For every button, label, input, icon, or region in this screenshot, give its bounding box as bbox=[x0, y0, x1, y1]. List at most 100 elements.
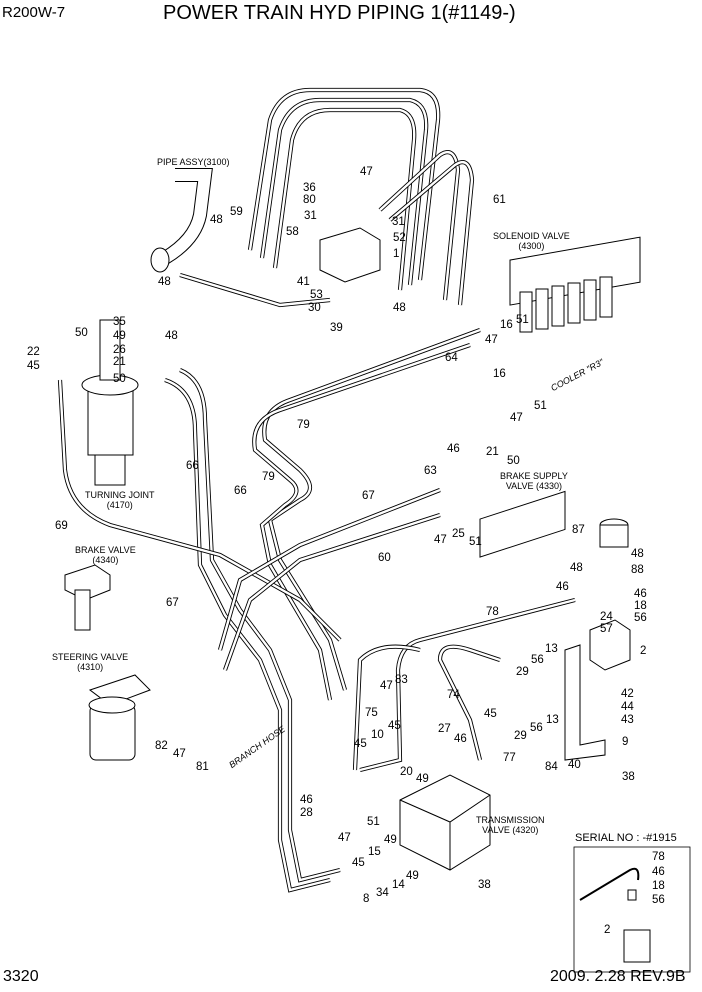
accumulator-body bbox=[599, 524, 629, 548]
part-callout-50: 50 bbox=[113, 373, 126, 385]
component-label: SOLENOID VALVE(4300) bbox=[493, 231, 570, 251]
part-callout-15: 15 bbox=[368, 846, 381, 858]
part-callout-14: 14 bbox=[392, 879, 405, 891]
part-callout-47: 47 bbox=[173, 748, 186, 760]
part-callout-47: 47 bbox=[380, 680, 393, 692]
part-callout-13: 13 bbox=[546, 714, 559, 726]
component-label: STEERING VALVE(4310) bbox=[52, 652, 129, 672]
part-callout-27: 27 bbox=[438, 723, 451, 735]
part-callout-51: 51 bbox=[534, 400, 547, 412]
part-callout-52: 52 bbox=[393, 232, 406, 244]
pipe-60-inner bbox=[223, 513, 441, 671]
part-callout-47: 47 bbox=[434, 534, 447, 546]
part-callout-9: 9 bbox=[622, 736, 629, 748]
inset-callout-78: 78 bbox=[652, 851, 665, 863]
part-callout-29: 29 bbox=[514, 730, 527, 742]
part-callout-46: 46 bbox=[454, 733, 467, 745]
brake-valve-body bbox=[74, 589, 91, 631]
part-callout-66: 66 bbox=[234, 485, 247, 497]
part-callout-41: 41 bbox=[297, 276, 310, 288]
inset-callout-46: 46 bbox=[652, 866, 665, 878]
part-callout-84: 84 bbox=[545, 761, 558, 773]
page-title: POWER TRAIN HYD PIPING 1(#1149-) bbox=[163, 2, 516, 24]
part-callout-79: 79 bbox=[297, 419, 310, 431]
part-callout-48: 48 bbox=[570, 562, 583, 574]
part-callout-35: 35 bbox=[113, 316, 126, 328]
turning-joint-base bbox=[94, 454, 126, 486]
pipe-64-inner bbox=[263, 328, 481, 691]
pipe-66b-inner bbox=[164, 378, 331, 892]
part-callout-24: 24 bbox=[600, 611, 613, 623]
part-callout-42: 42 bbox=[621, 688, 634, 700]
part-callout-26: 26 bbox=[113, 344, 126, 356]
model-name: R200W-7 bbox=[2, 4, 66, 21]
pipe-61a-inner bbox=[379, 150, 460, 301]
part-callout-36: 36 bbox=[303, 182, 316, 194]
part-callout-21: 21 bbox=[113, 356, 126, 368]
part-callout-22: 22 bbox=[27, 346, 40, 358]
transmission-valve-body bbox=[399, 774, 491, 871]
inset-callout-18: 18 bbox=[652, 880, 665, 892]
part-callout-61: 61 bbox=[493, 194, 506, 206]
part-callout-16: 16 bbox=[500, 319, 513, 331]
part-callout-81: 81 bbox=[196, 761, 209, 773]
part-callout-57: 57 bbox=[600, 623, 613, 635]
part-callout-67: 67 bbox=[166, 597, 179, 609]
part-callout-34: 34 bbox=[376, 887, 389, 899]
part-callout-46: 46 bbox=[634, 588, 647, 600]
component-label: TURNING JOINT(4170) bbox=[85, 490, 155, 510]
steering-valve-top bbox=[88, 696, 136, 714]
part-callout-88: 88 bbox=[631, 564, 644, 576]
part-callout-39: 39 bbox=[330, 322, 343, 334]
revision-date: 2009. 2.28 REV.9B bbox=[550, 968, 686, 985]
part-callout-30: 30 bbox=[308, 302, 321, 314]
part-callout-83: 83 bbox=[395, 674, 408, 686]
part-callout-56: 56 bbox=[531, 654, 544, 666]
valve-2 bbox=[589, 619, 631, 671]
pipe-67-inner bbox=[218, 488, 441, 651]
turning-joint-shaft bbox=[99, 319, 121, 381]
pipe-66 bbox=[179, 368, 341, 883]
pipe-59-inner bbox=[248, 88, 440, 281]
part-callout-87: 87 bbox=[572, 524, 585, 536]
part-callout-51: 51 bbox=[516, 314, 529, 326]
part-callout-79: 79 bbox=[262, 471, 275, 483]
component-label: BRAKE VALVE(4340) bbox=[75, 545, 136, 565]
inset-callout-56: 56 bbox=[652, 894, 665, 906]
part-callout-75: 75 bbox=[365, 707, 378, 719]
part-callout-67: 67 bbox=[362, 490, 375, 502]
part-callout-48: 48 bbox=[393, 302, 406, 314]
block-1 bbox=[319, 227, 381, 283]
part-callout-2: 2 bbox=[640, 645, 647, 657]
part-callout-49: 49 bbox=[384, 834, 397, 846]
part-callout-25: 25 bbox=[452, 528, 465, 540]
pipe-64 bbox=[262, 328, 481, 691]
part-callout-48: 48 bbox=[210, 214, 223, 226]
part-callout-43: 43 bbox=[621, 714, 634, 726]
part-callout-46: 46 bbox=[556, 581, 569, 593]
part-callout-56: 56 bbox=[634, 612, 647, 624]
solenoid-coil bbox=[599, 276, 613, 318]
part-callout-44: 44 bbox=[621, 701, 634, 713]
part-callout-45: 45 bbox=[27, 360, 40, 372]
part-callout-63: 63 bbox=[424, 465, 437, 477]
part-callout-10: 10 bbox=[371, 729, 384, 741]
part-callout-80: 80 bbox=[303, 194, 316, 206]
part-callout-51: 51 bbox=[469, 536, 482, 548]
part-callout-31: 31 bbox=[392, 216, 405, 228]
part-callout-78: 78 bbox=[486, 606, 499, 618]
solenoid-coil bbox=[567, 282, 581, 324]
part-callout-66: 66 bbox=[186, 460, 199, 472]
part-callout-28: 28 bbox=[300, 807, 313, 819]
solenoid-coil bbox=[535, 288, 549, 330]
part-callout-45: 45 bbox=[352, 857, 365, 869]
solenoid-coil bbox=[583, 279, 597, 321]
inset-serial-title: SERIAL NO : -#1915 bbox=[575, 832, 677, 844]
part-callout-51: 51 bbox=[367, 816, 380, 828]
pipe-66-inner bbox=[179, 368, 341, 882]
page-number: 3320 bbox=[3, 968, 39, 985]
pipe-74 bbox=[437, 644, 501, 761]
part-callout-49: 49 bbox=[406, 870, 419, 882]
part-callout-58: 58 bbox=[286, 226, 299, 238]
